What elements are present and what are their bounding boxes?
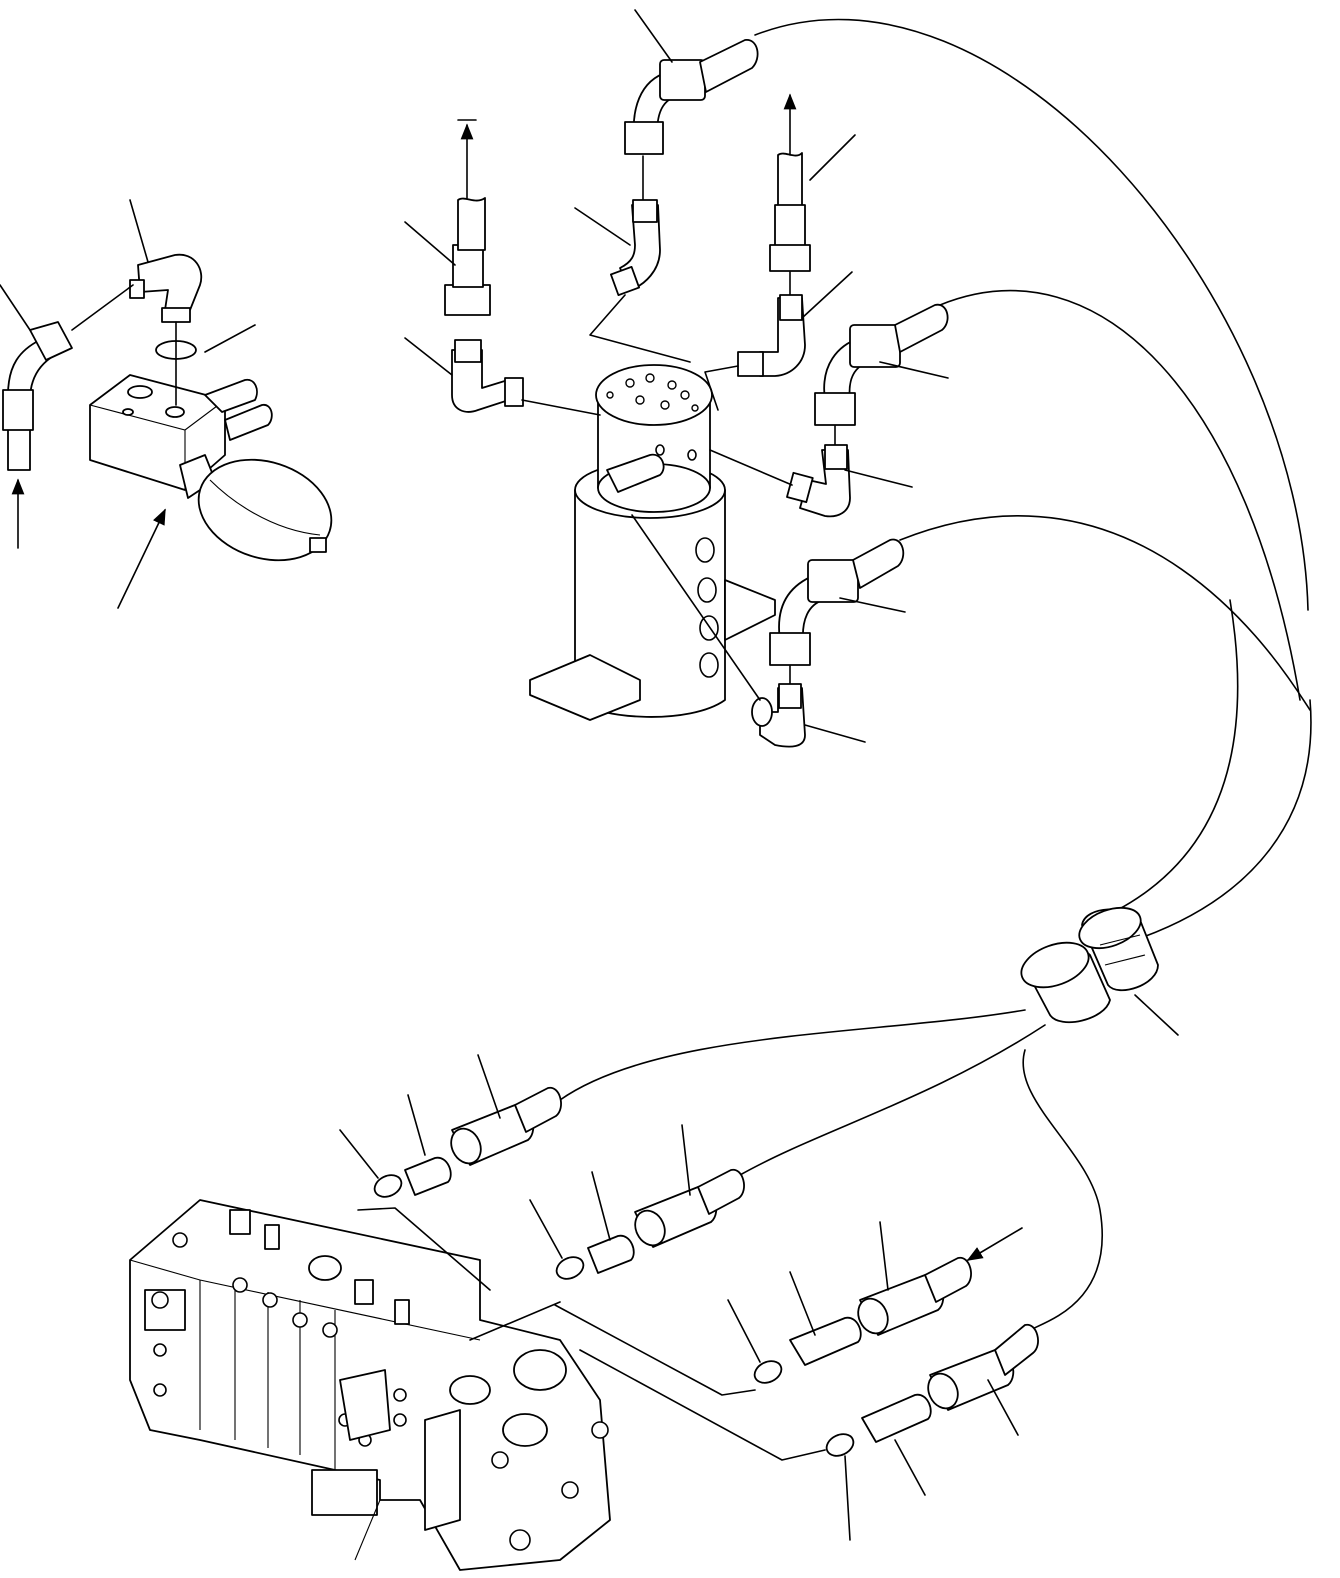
hose-ferrule bbox=[774, 204, 806, 248]
control-valve bbox=[129, 1199, 611, 1571]
hose-sleeve bbox=[1020, 906, 1179, 1036]
swivel-joint bbox=[529, 364, 776, 721]
manifold-port bbox=[127, 385, 153, 399]
o-ring bbox=[373, 1174, 403, 1198]
valve-fittings bbox=[339, 1054, 1039, 1541]
hose-nut bbox=[624, 121, 664, 155]
elbow-fitting bbox=[451, 349, 516, 413]
hose-nut bbox=[769, 244, 811, 272]
mounting-flange bbox=[529, 654, 641, 721]
hose bbox=[777, 152, 803, 211]
o-ring bbox=[555, 1256, 585, 1280]
hose bbox=[699, 39, 759, 93]
hose bbox=[852, 538, 905, 589]
elbow-fitting bbox=[137, 253, 203, 311]
hose-ferrule bbox=[452, 244, 484, 288]
hose bbox=[457, 197, 486, 251]
hose-nut bbox=[444, 284, 491, 316]
o-ring bbox=[825, 1433, 855, 1457]
charging-valve bbox=[309, 537, 327, 553]
adapter bbox=[789, 1316, 862, 1366]
o-ring bbox=[753, 1360, 783, 1384]
hose bbox=[894, 303, 949, 353]
hose-ferrule bbox=[2, 389, 34, 431]
manifold-port bbox=[165, 406, 185, 418]
accumulator-sphere bbox=[197, 458, 333, 562]
valve-port bbox=[502, 1413, 548, 1447]
hose-ferrule bbox=[659, 59, 706, 101]
drain-pin bbox=[606, 453, 665, 493]
valve-port bbox=[449, 1375, 491, 1405]
hose-nut bbox=[29, 321, 73, 361]
shaft-top bbox=[595, 364, 713, 426]
adapter bbox=[861, 1393, 932, 1443]
hose-ferrule bbox=[849, 324, 901, 368]
hose-ferrule bbox=[807, 559, 859, 603]
hose bbox=[697, 1169, 745, 1215]
adapter bbox=[404, 1156, 452, 1196]
hose-routes bbox=[559, 18, 1312, 1331]
valve-cap bbox=[144, 1289, 186, 1331]
hose bbox=[514, 1087, 562, 1133]
hose bbox=[994, 1324, 1039, 1376]
hose-nut bbox=[814, 392, 856, 426]
adapter bbox=[587, 1234, 635, 1274]
accumulator-assembly bbox=[0, 199, 333, 609]
swivel-fittings bbox=[404, 9, 949, 748]
hose-nut bbox=[769, 632, 811, 666]
hose bbox=[924, 1257, 972, 1303]
valve-spool-cap bbox=[311, 1469, 378, 1516]
valve-port bbox=[513, 1349, 567, 1391]
